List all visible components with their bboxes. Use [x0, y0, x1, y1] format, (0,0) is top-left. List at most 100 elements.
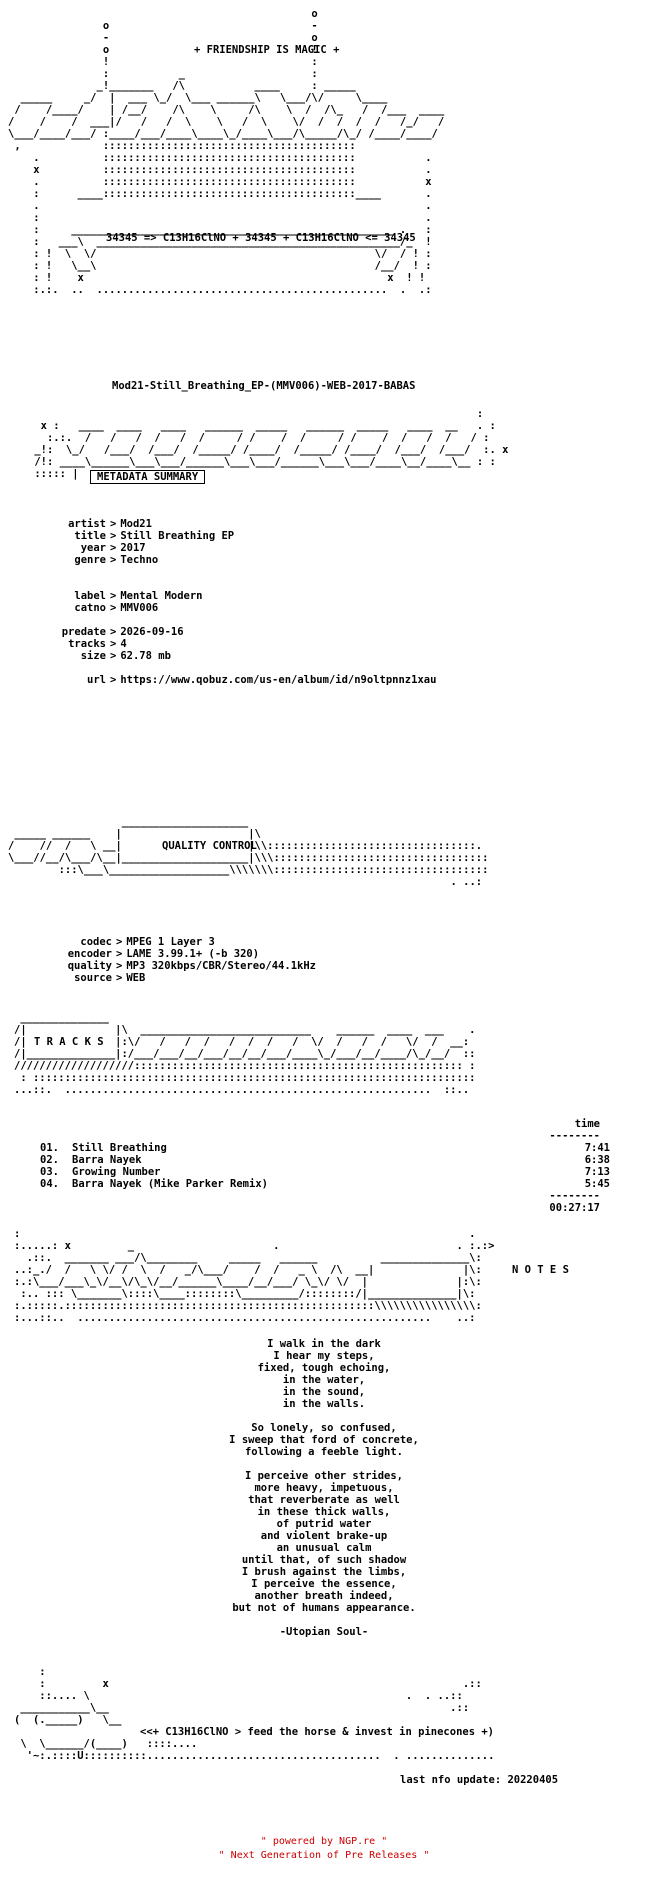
poem-line: in these thick walls,: [257, 1506, 391, 1518]
track-duration: 6:38: [584, 1154, 610, 1166]
powered-by: " powered by NGP.re ": [260, 1836, 388, 1847]
track-number: 02.: [40, 1154, 59, 1166]
poem-line: I perceive the essence,: [251, 1578, 397, 1590]
catno-value: MMV006: [120, 602, 159, 614]
banner-formula: 34345 => C13H16ClNO + 34345 + C13H16ClNO…: [106, 232, 416, 244]
quality-label: quality: [67, 960, 112, 972]
meta-row-url: url>https://www.qobuz.com/us-en/album/id…: [60, 674, 436, 686]
encoder-value: LAME 3.99.1+ (-b 320): [126, 948, 260, 960]
catno-label: catno: [74, 602, 106, 614]
quality-row-codec: codec>MPEG 1 Layer 3: [54, 936, 316, 948]
banner-ascii-art: o o - - o o ! !: [8, 8, 445, 296]
predate-value: 2026-09-16: [120, 626, 184, 638]
poem-line: -Utopian Soul-: [279, 1626, 369, 1638]
artist-label: artist: [68, 518, 106, 530]
track-title: Barra Nayek: [72, 1154, 142, 1166]
footer-slogan: <<+ C13H16ClNO > feed the horse & invest…: [140, 1726, 495, 1738]
quality-row-encoder: encoder>LAME 3.99.1+ (-b 320): [54, 948, 316, 960]
tracklist: 01. Still Breathing 7:41 02. Barra Nayek 6:3…: [40, 1142, 610, 1190]
meta-row-year: year>2017: [60, 542, 436, 554]
quality-table: codec>MPEG 1 Layer 3 encoder>LAME 3.99.1…: [54, 936, 316, 984]
total-duration: 00:27:17: [549, 1202, 600, 1214]
poem-blank-line: [0, 1410, 648, 1422]
poem-line: in the walls.: [282, 1398, 366, 1410]
poem-line: more heavy, impetuous,: [254, 1482, 394, 1494]
metadata-table: artist>Mod21 title>Still Breathing EP ye…: [60, 518, 437, 686]
meta-row-genre: genre>Techno: [60, 554, 436, 566]
metadata-section-title: METADATA SUMMARY: [90, 470, 206, 484]
title-value: Still Breathing EP: [120, 530, 235, 542]
poem-line: that reverberate as well: [248, 1494, 400, 1506]
poem-blank-line: [0, 1458, 648, 1470]
footer-ascii-art-bottom: \ \______/(____) ::::.... '~:.::::U:::::…: [20, 1738, 495, 1762]
poem-line: I perceive other strides,: [244, 1470, 404, 1482]
track-title: Still Breathing: [72, 1142, 167, 1154]
url-value[interactable]: https://www.qobuz.com/us-en/album/id/n9o…: [120, 674, 437, 686]
last-update: last nfo update: 20220405: [400, 1774, 559, 1786]
quality-row-quality: quality>MP3 320kbps/CBR/Stereo/44.1kHz: [54, 960, 316, 972]
year-label: year: [80, 542, 106, 554]
label-value: Mental Modern: [120, 590, 203, 602]
label-label: label: [74, 590, 106, 602]
meta-row-size: size>62.78 mb: [60, 650, 436, 662]
quality-section-title: QUALITY CONTROL: [162, 840, 257, 852]
track-row: 01. Still Breathing 7:41: [40, 1142, 610, 1154]
poem-line: until that, of such shadow: [241, 1554, 407, 1566]
predate-label: predate: [61, 626, 106, 638]
track-title: Barra Nayek (Mike Parker Remix): [72, 1178, 268, 1190]
url-label: url: [87, 674, 106, 686]
encoder-label: encoder: [67, 948, 112, 960]
year-value: 2017: [120, 542, 146, 554]
total-rule: --------: [549, 1190, 600, 1202]
release-name: Mod21-Still_Breathing_EP-(MMV006)-WEB-20…: [112, 380, 416, 392]
genre-label: genre: [74, 554, 106, 566]
quality-row-source: source>WEB: [54, 972, 316, 984]
track-duration: 7:41: [584, 1142, 610, 1154]
artist-value: Mod21: [120, 518, 152, 530]
footer-ascii-art: : : x .:: ::.... \ . . ..:: ___________\…: [14, 1666, 482, 1726]
ngp-tagline: " Next Generation of Pre Releases ": [218, 1850, 430, 1861]
meta-row-predate: predate>2026-09-16: [60, 626, 436, 638]
notes-header-art: : . :.....: x _ . . :.:> .::. _______ __…: [14, 1228, 495, 1324]
banner-tagline: + FRIENDSHIP IS MAGIC +: [194, 44, 340, 56]
meta-row-catno: catno>MMV006: [60, 602, 436, 614]
track-number: 01.: [40, 1142, 59, 1154]
source-value: WEB: [126, 972, 146, 984]
poem-blank-line: [0, 1614, 648, 1626]
size-label: size: [80, 650, 106, 662]
quality-header-art: ____________________ _____ ______ | |\ /…: [8, 816, 489, 888]
poem-line: I brush against the limbs,: [241, 1566, 407, 1578]
codec-value: MPEG 1 Layer 3: [126, 936, 215, 948]
meta-row-label: label>Mental Modern: [60, 590, 436, 602]
track-duration: 5:45: [584, 1178, 610, 1190]
track-duration: 7:13: [584, 1166, 610, 1178]
poem-line: an unusual calm: [276, 1542, 372, 1554]
poem-line: I sweep that ford of concrete,: [229, 1434, 419, 1446]
time-column-header: time: [574, 1118, 600, 1130]
tracks-label: tracks: [68, 638, 106, 650]
tracks-section-title: T R A C K S: [34, 1036, 104, 1048]
meta-row-artist: artist>Mod21: [60, 518, 436, 530]
time-header-rule: --------: [549, 1130, 600, 1142]
poem-line: but not of humans appearance.: [232, 1602, 416, 1614]
poem-line: of putrid water: [276, 1518, 372, 1530]
track-number: 03.: [40, 1166, 59, 1178]
size-value: 62.78 mb: [120, 650, 171, 662]
notes-section-title: N O T E S: [512, 1264, 569, 1276]
quality-value: MP3 320kbps/CBR/Stereo/44.1kHz: [126, 960, 316, 972]
meta-row-tracks: tracks>4: [60, 638, 436, 650]
poem-line: I walk in the dark: [267, 1338, 381, 1350]
codec-label: codec: [80, 936, 112, 948]
source-label: source: [74, 972, 112, 984]
poem-line: fixed, tough echoing,: [257, 1362, 391, 1374]
poem-line: I hear my steps,: [273, 1350, 375, 1362]
track-row: 04.Barra Nayek (Mike Parker Remix)5:45: [40, 1178, 610, 1190]
poem-line: in the sound,: [282, 1386, 366, 1398]
poem-line: following a feeble light.: [244, 1446, 404, 1458]
poem-line: another breath indeed,: [254, 1590, 394, 1602]
title-label: title: [74, 530, 106, 542]
track-row: 02. Barra Nayek 6:38: [40, 1154, 610, 1166]
